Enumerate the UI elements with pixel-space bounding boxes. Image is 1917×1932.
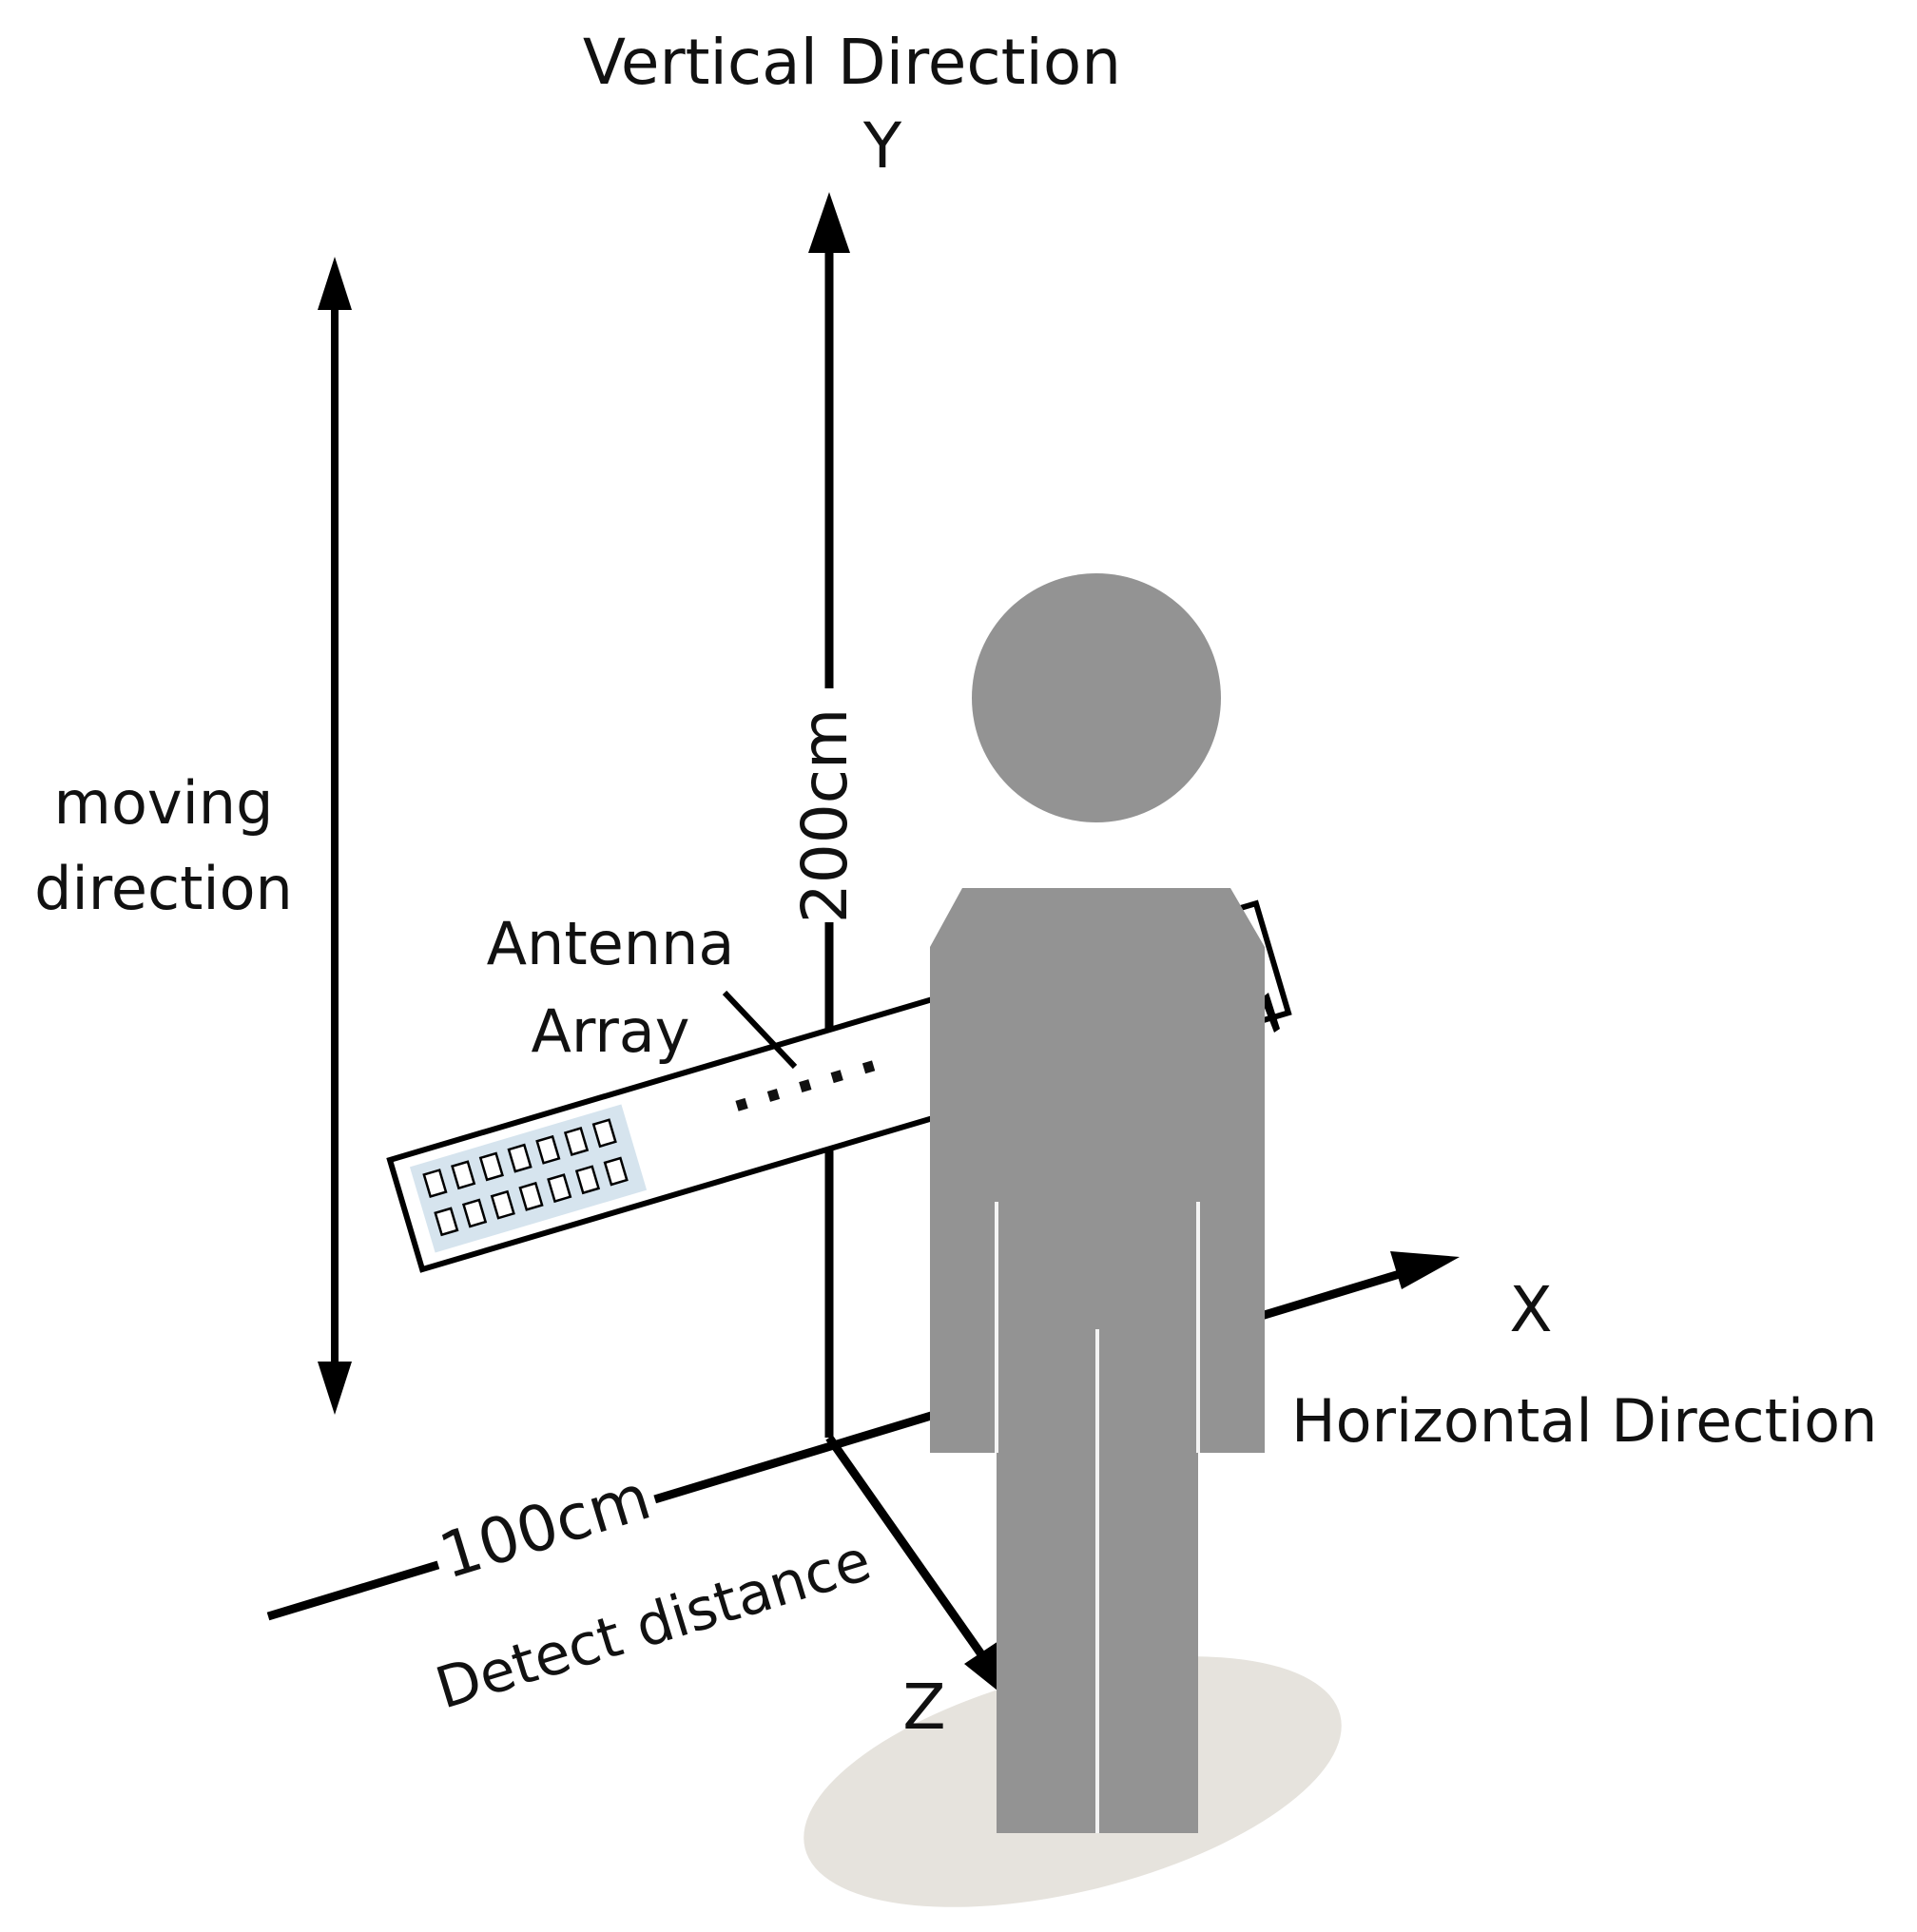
- antenna-end-cap: [1261, 993, 1280, 1033]
- person-head: [972, 573, 1221, 822]
- x-axis-label: X: [1509, 1273, 1552, 1346]
- moving-direction-label-line1: moving: [54, 768, 274, 838]
- antenna-element: [461, 1198, 488, 1228]
- antenna-element: [451, 1160, 476, 1190]
- antenna-element: [547, 1173, 572, 1204]
- z-axis-line: [825, 1435, 985, 1657]
- antenna-label-line2: Array: [532, 996, 690, 1066]
- antenna-element: [422, 1169, 448, 1199]
- antenna-element: [478, 1151, 504, 1182]
- antenna-element: [490, 1189, 515, 1220]
- width-100cm-label: 100cm: [432, 1460, 659, 1594]
- x-axis-arrowhead: [1390, 1251, 1460, 1289]
- antenna-element: [574, 1165, 601, 1195]
- antenna-element: [591, 1118, 617, 1149]
- antenna-element: [535, 1134, 561, 1165]
- person-figure: [930, 573, 1265, 1833]
- moving-arrow-bottom-head: [318, 1362, 352, 1415]
- moving-arrow-top-head: [318, 257, 352, 310]
- antenna-leader-line: [722, 990, 798, 1070]
- y-axis-arrowhead: [808, 192, 850, 253]
- antenna-label-line1: Antenna: [487, 909, 735, 978]
- antenna-elements-left: [422, 1118, 629, 1237]
- width-label-backdrop: [423, 1452, 663, 1592]
- z-axis-arrowhead: [964, 1641, 1002, 1694]
- antenna-element: [563, 1127, 590, 1156]
- height-200cm-label: 200cm: [788, 708, 862, 924]
- horizontal-direction-label: Horizontal Direction: [1291, 1386, 1877, 1456]
- vertical-direction-label: Vertical Direction: [583, 26, 1121, 99]
- antenna-element: [434, 1207, 459, 1237]
- z-axis-label: Z: [902, 1671, 945, 1744]
- antenna-element: [507, 1143, 532, 1173]
- antenna-element: [518, 1181, 544, 1211]
- y-axis-label: Y: [862, 109, 902, 183]
- height-label-backdrop: [795, 688, 863, 922]
- antenna-element: [603, 1156, 629, 1187]
- moving-direction-label-line2: direction: [34, 854, 293, 923]
